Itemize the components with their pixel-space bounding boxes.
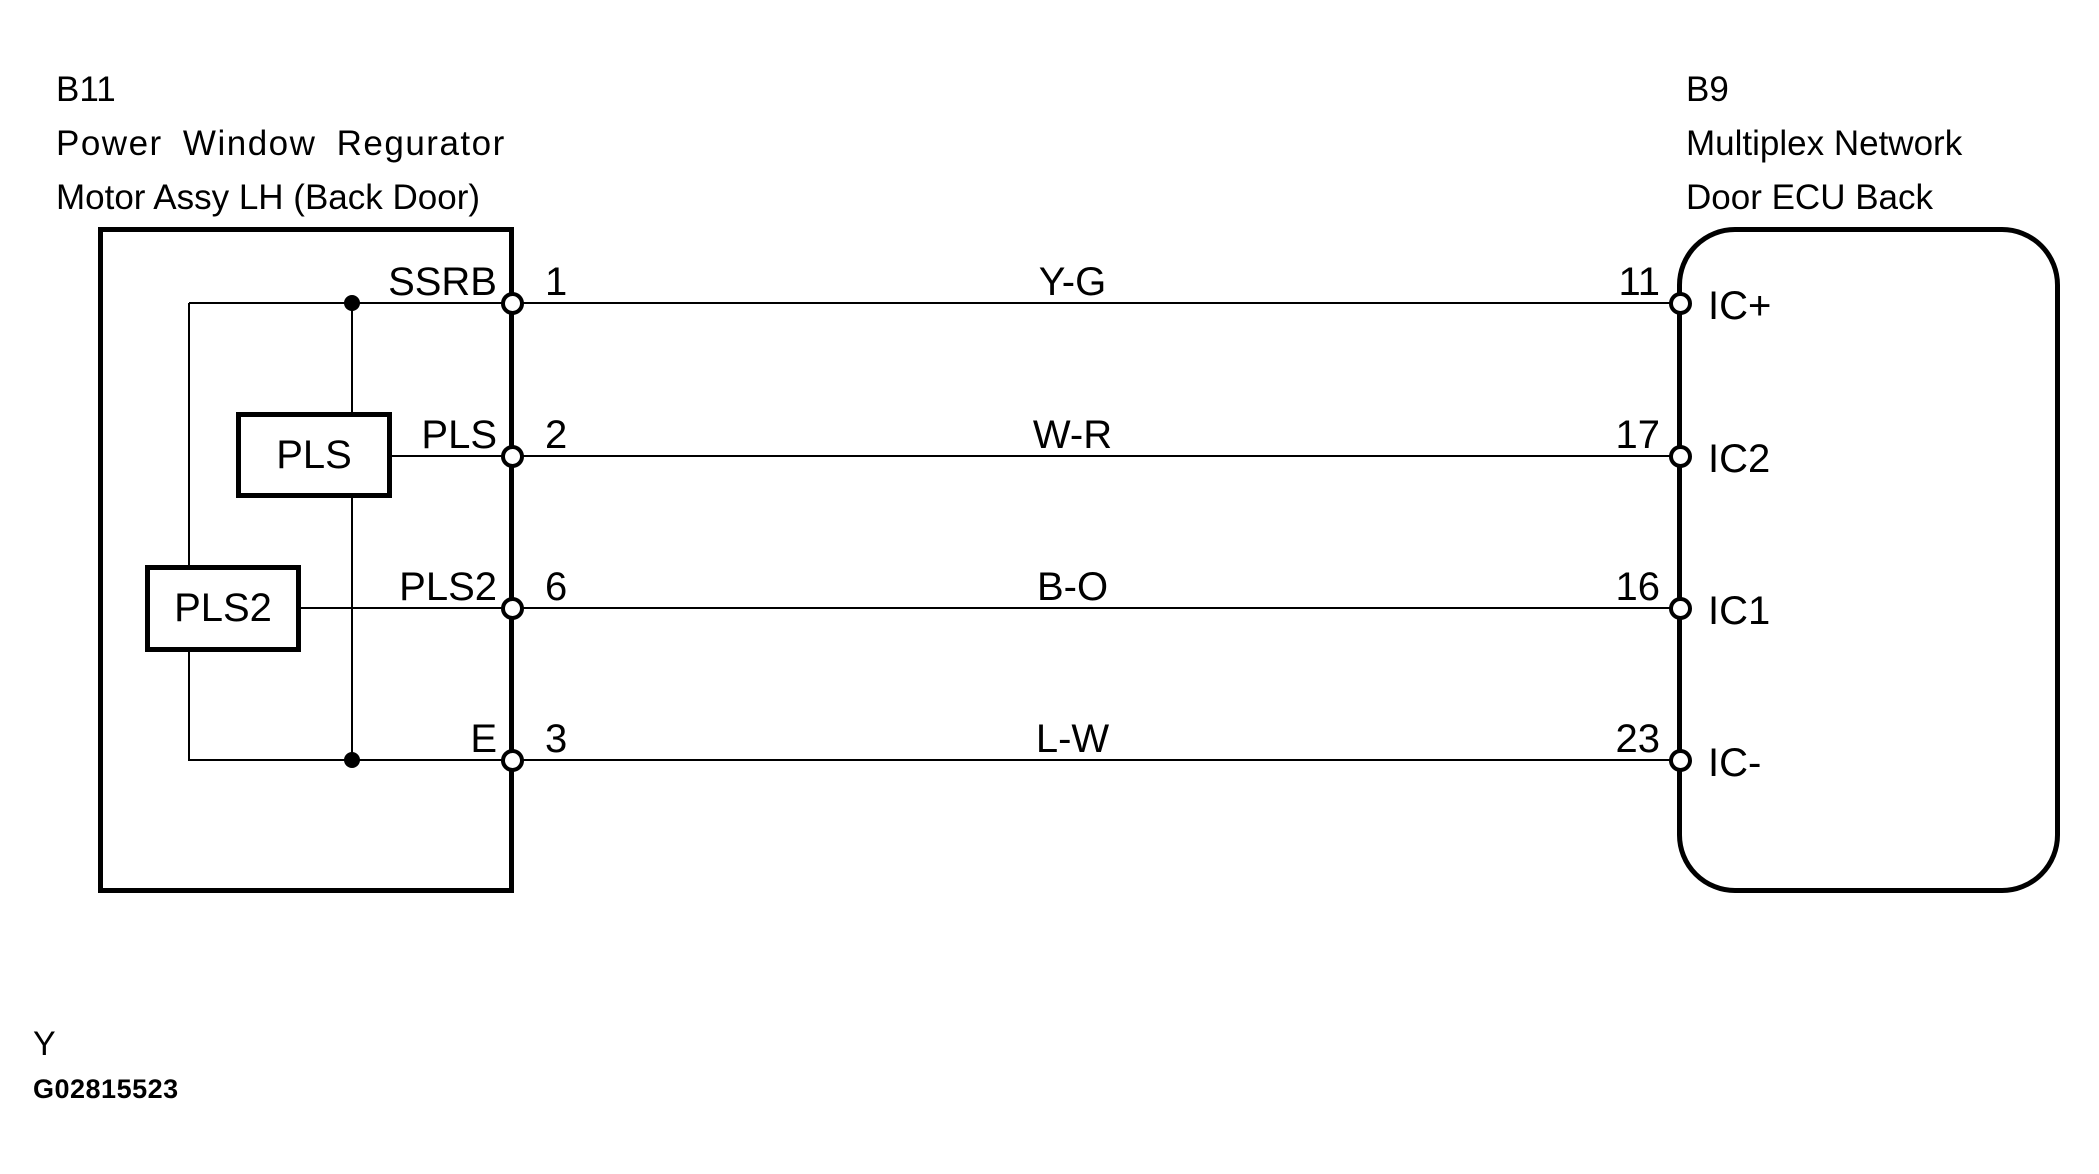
wire-color-label-bo: B-O	[1036, 565, 1109, 609]
right-component-name-line1: Multiplex Network	[1686, 124, 1963, 163]
pls2-part-box: PLS2	[145, 565, 301, 652]
wire-bo	[298, 607, 1680, 609]
left-component-name-line2: Motor Assy LH (Back Door)	[56, 178, 480, 217]
wire-color-label-yg: Y-G	[1038, 260, 1107, 304]
wire-wr	[390, 455, 1680, 457]
pls2-part-label: PLS2	[174, 586, 272, 630]
right-pin-label-icminus: IC-	[1708, 741, 1762, 785]
pin-circle-left-2	[501, 445, 524, 468]
right-pin-label-ic2: IC2	[1708, 437, 1771, 481]
pls-part-box: PLS	[236, 412, 392, 498]
pls-part-label: PLS	[276, 432, 352, 477]
branch-line-mid-lower	[351, 496, 353, 761]
footer-figure-id: G02815523	[33, 1074, 179, 1104]
left-component-id: B11	[56, 70, 116, 109]
pin-circle-left-6	[501, 597, 524, 620]
right-pin-number-17: 17	[1615, 413, 1661, 457]
left-pin-number-1: 1	[545, 260, 568, 304]
right-pin-number-23: 23	[1615, 717, 1661, 761]
wire-color-label-wr: W-R	[1032, 413, 1113, 457]
pin-circle-right-23	[1669, 749, 1692, 772]
branch-line-left-lower	[188, 651, 190, 761]
left-pin-label-pls2: PLS2	[399, 565, 497, 609]
left-pin-number-2: 2	[545, 413, 568, 457]
right-pin-label-icplus: IC+	[1708, 284, 1772, 328]
pin-circle-left-1	[501, 292, 524, 315]
left-pin-label-e: E	[470, 717, 497, 761]
right-pin-number-11: 11	[1618, 260, 1660, 304]
right-component-header: B9 Multiplex Network Door ECU Back	[1686, 63, 1962, 225]
right-pin-number-16: 16	[1615, 565, 1661, 609]
wire-color-label-lw: L-W	[1035, 717, 1110, 761]
footer-section-code: Y	[33, 1025, 56, 1063]
right-pin-label-ic1: IC1	[1708, 589, 1771, 633]
junction-dot-bottom	[344, 752, 360, 768]
left-pin-number-6: 6	[545, 565, 568, 609]
left-component-header: B11 Power Window Regurator Motor Assy LH…	[56, 63, 506, 225]
branch-line-left-upper	[188, 303, 190, 566]
pin-circle-right-16	[1669, 597, 1692, 620]
left-pin-label-pls: PLS	[421, 413, 497, 457]
right-component-box	[1677, 227, 2060, 893]
branch-line-mid-upper	[351, 303, 353, 413]
right-component-name-line2: Door ECU Back	[1686, 178, 1934, 217]
left-pin-number-3: 3	[545, 717, 568, 761]
left-pin-label-ssrb: SSRB	[388, 260, 497, 304]
pin-circle-right-11	[1669, 292, 1692, 315]
left-component-box	[98, 227, 514, 893]
left-component-name-line1: Power Window Regurator	[56, 124, 506, 163]
wire-yg	[189, 302, 1680, 304]
wire-lw	[189, 759, 1680, 761]
right-component-id: B9	[1686, 70, 1729, 109]
junction-dot-top	[344, 295, 360, 311]
pin-circle-right-17	[1669, 445, 1692, 468]
pin-circle-left-3	[501, 749, 524, 772]
